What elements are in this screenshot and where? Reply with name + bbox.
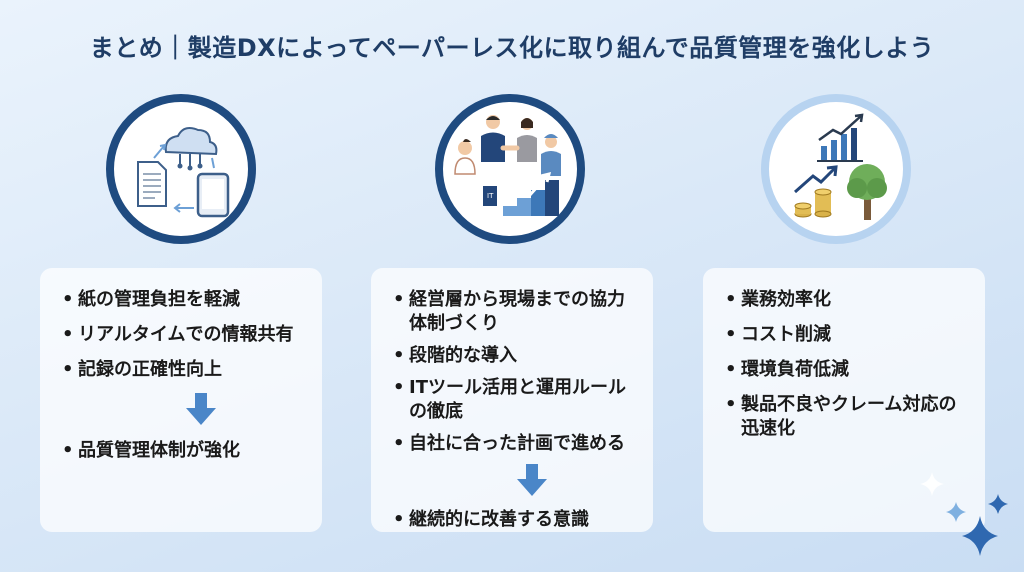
trend-arrow-icon <box>794 165 838 194</box>
list-item: 経営層から現場までの協力体制づくり <box>391 288 637 336</box>
list-item: コスト削減 <box>723 323 969 347</box>
digitalization-illustration <box>106 94 256 244</box>
down-arrow-icon <box>517 464 547 498</box>
list-item: 段階的な導入 <box>391 344 637 368</box>
list-item: 紙の管理負担を軽減 <box>60 288 306 312</box>
bar-chart-icon <box>817 113 864 162</box>
list-item: 業務効率化 <box>723 288 969 312</box>
list-item: ITツール活用と運用ルールの徹底 <box>391 376 637 424</box>
growth-stairs-icon: IT <box>483 171 559 216</box>
list-item: 継続的に改善する意識 <box>391 508 637 532</box>
list-item: リアルタイムでの情報共有 <box>60 323 306 347</box>
tree-icon <box>847 164 887 220</box>
list-item: 製品不良やクレーム対応の迅速化 <box>723 393 969 441</box>
list-item: 自社に合った計画で進める <box>391 432 637 456</box>
tablet-icon <box>196 172 230 218</box>
collaboration-illustration: IT <box>435 94 585 244</box>
summary-card-2: 経営層から現場までの協力体制づくり 段階的な導入 ITツール活用と運用ルールの徹… <box>371 268 653 532</box>
page-title: まとめ｜製造DXによってペーパーレス化に取り組んで品質管理を強化しよう <box>89 34 935 62</box>
cloud-icon <box>164 127 218 171</box>
coins-icon <box>794 188 832 218</box>
business-people-icon <box>454 115 561 176</box>
list-item: 品質管理体制が強化 <box>60 439 306 463</box>
down-arrow-icon <box>186 393 216 427</box>
document-icon <box>137 161 167 207</box>
summary-card-1: 紙の管理負担を軽減 リアルタイムでの情報共有 記録の正確性向上 品質管理体制が強… <box>40 268 322 532</box>
benefits-illustration <box>761 94 911 244</box>
list-item: 環境負荷低減 <box>723 358 969 382</box>
it-book-label: IT <box>487 192 494 200</box>
list-item: 記録の正確性向上 <box>60 358 306 382</box>
summary-card-3: 業務効率化 コスト削減 環境負荷低減 製品不良やクレーム対応の迅速化 <box>703 268 985 532</box>
sparkle-icon <box>920 472 1008 556</box>
